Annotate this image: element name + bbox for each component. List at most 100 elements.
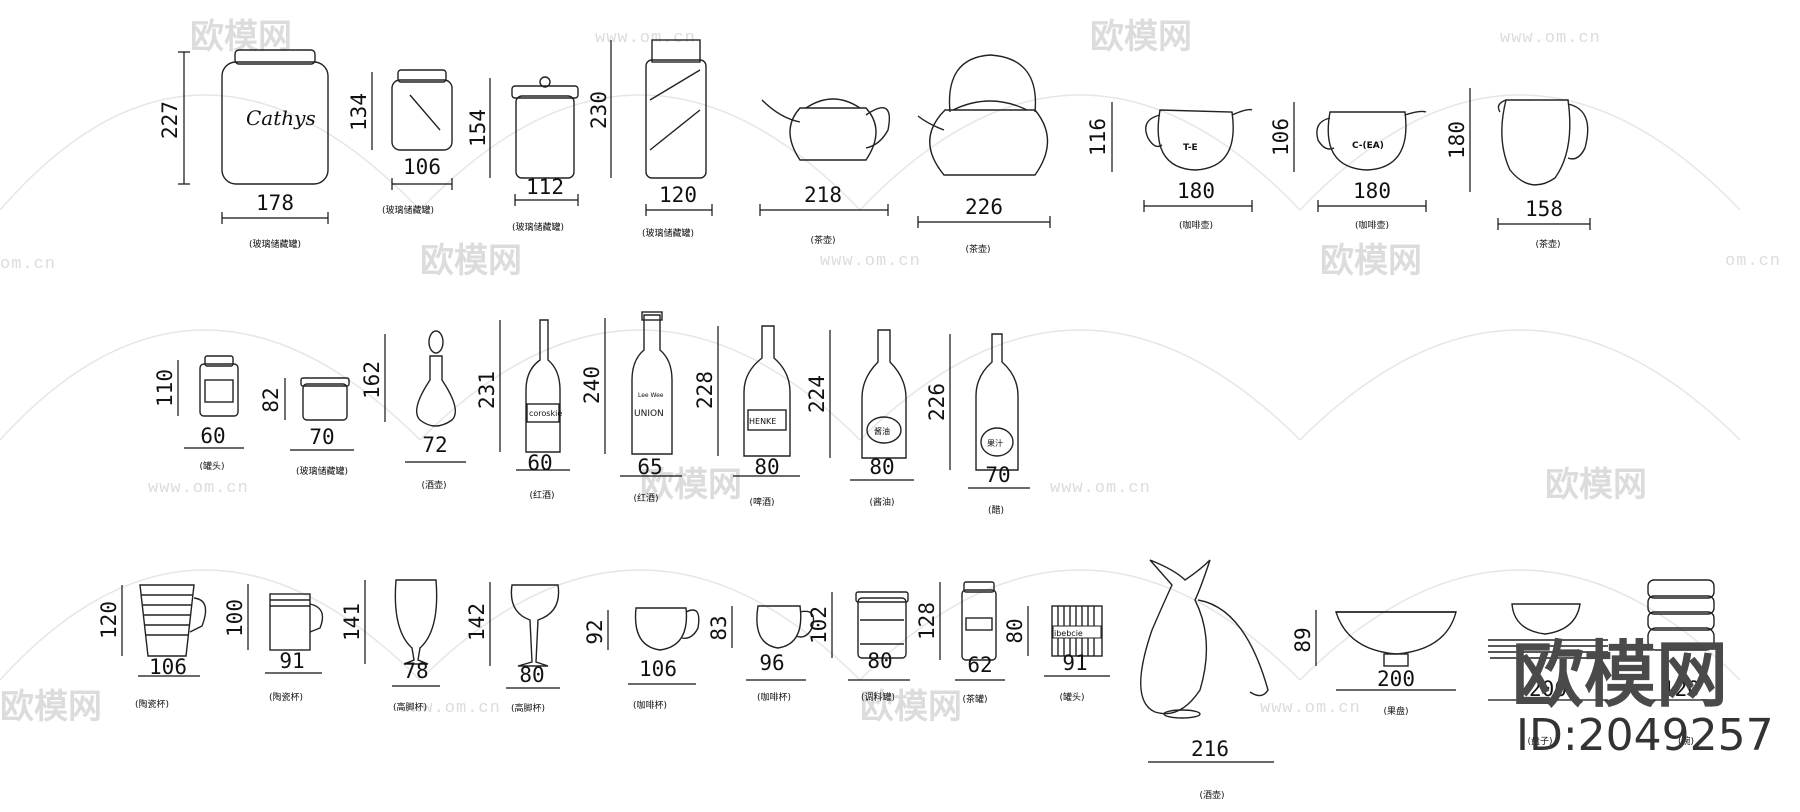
height-dim: 227 — [158, 101, 182, 139]
caption: (高脚杯) — [393, 701, 427, 713]
caption: (玻璃储藏罐) — [642, 227, 694, 239]
watermark-corner: 欧模网 ID:2049257 — [1512, 633, 1774, 761]
pot-label: C-(EA) — [1352, 141, 1384, 151]
height-dim: 180 — [1445, 121, 1469, 159]
fruit-bowl: 89 200 (果盘) — [1291, 610, 1457, 717]
caption: (玻璃储藏罐) — [249, 238, 301, 250]
caption: (罐头) — [1059, 691, 1084, 703]
caption: (调料罐) — [861, 691, 895, 703]
coffee-cup-1: 92 106 (咖啡杯) — [583, 607, 700, 711]
width-dim: 62 — [967, 653, 992, 677]
wine-bottle-2: Lee Wee UNION 240 65 (红酒) — [580, 311, 682, 504]
caption: (咖啡壶) — [1179, 219, 1213, 231]
goblet-2: 142 80 (高脚杯) — [465, 582, 560, 714]
watermark-url: om.cn — [1725, 252, 1781, 271]
watermark-brand-large: 欧模网 — [1512, 633, 1728, 717]
height-dim: 226 — [925, 383, 949, 421]
ceramic-mug-banded: 100 91 (陶瓷杯) — [223, 584, 324, 703]
width-dim: 70 — [985, 463, 1010, 487]
width-dim: 80 — [519, 663, 544, 687]
caption: (盘子) — [1527, 735, 1552, 747]
width-dim: 200 — [1529, 677, 1567, 701]
width-dim: 78 — [403, 659, 428, 683]
tea-canister: 128 62 (茶罐) — [915, 581, 1005, 705]
watermark-brand: 欧模网 — [190, 17, 292, 57]
watermark-url: www.om.cn — [148, 479, 249, 498]
watermark-url: www.om.cn — [1050, 479, 1151, 498]
watermark-url: www.om.cn — [820, 252, 921, 271]
bottle-label: HENKE — [749, 417, 776, 426]
bottle-label: 酱油 — [874, 426, 890, 436]
seasoning-jar: 102 80 (调料罐) — [807, 591, 910, 703]
caption: (玻璃储藏罐) — [296, 465, 348, 477]
height-dim: 228 — [693, 371, 717, 409]
pot-label: T-E — [1183, 143, 1198, 153]
jar-label: Cathys — [246, 106, 316, 130]
height-dim: 134 — [347, 93, 371, 131]
width-dim: 178 — [256, 191, 294, 215]
height-dim: 162 — [360, 361, 384, 399]
height-dim: 128 — [915, 602, 939, 640]
teapot-small: 218 (茶壶) — [759, 98, 890, 246]
caption: (咖啡杯) — [633, 699, 667, 711]
width-dim: 91 — [1062, 651, 1087, 675]
width-dim: 180 — [1177, 179, 1215, 203]
watermark-url: om.cn — [0, 255, 56, 274]
height-dim: 230 — [587, 91, 611, 129]
width-dim: 218 — [804, 183, 842, 207]
caption: (果盘) — [1383, 705, 1408, 717]
watermark-brand: 欧模网 — [1320, 241, 1422, 281]
caption: (茶壶) — [810, 234, 835, 246]
caption: (陶瓷杯) — [269, 691, 303, 703]
glass-storage-jar-tall: 230 120 (玻璃储藏罐) — [587, 39, 713, 239]
watermark-brand: 欧模网 — [1090, 17, 1192, 57]
height-dim: 106 — [1269, 118, 1293, 156]
width-dim: 158 — [1525, 197, 1563, 221]
caption: (陶瓷杯) — [135, 698, 169, 710]
coffee-pot-2: C-(EA) 106 180 (咖啡壶) — [1269, 102, 1427, 231]
width-dim: 60 — [527, 451, 552, 475]
height-dim: 231 — [475, 371, 499, 409]
width-dim: 80 — [867, 649, 892, 673]
width-dim: 80 — [754, 455, 779, 479]
height-dim: 154 — [466, 109, 490, 147]
glass-storage-jar-row2: 82 70 (玻璃储藏罐) — [259, 377, 354, 477]
height-dim: 120 — [97, 601, 121, 639]
width-dim: 112 — [526, 175, 564, 199]
caption: (红酒) — [633, 492, 658, 504]
watermark-arcs — [0, 94, 1741, 681]
width-dim: 65 — [637, 455, 662, 479]
height-dim: 82 — [259, 387, 283, 412]
ceramic-mug-striped: 120 106 (陶瓷杯) — [97, 584, 207, 710]
watermark-brand: 欧模网 — [1545, 465, 1647, 505]
watermark-id: ID:2049257 — [1516, 710, 1774, 761]
can-label: ibebcie — [1054, 629, 1083, 638]
plates-stack: 200 (盘子) — [1488, 603, 1608, 747]
caption: (茶壶) — [965, 243, 990, 255]
width-dim: 106 — [149, 655, 187, 679]
width-dim: 226 — [965, 195, 1003, 219]
width-dim: 216 — [1191, 737, 1229, 761]
watermark-brand: 欧模网 — [860, 687, 962, 727]
watermark-brand: 欧模网 — [0, 687, 102, 727]
caption: (碗) — [1678, 735, 1694, 747]
caption: (茶罐) — [962, 693, 987, 705]
beer-bottle: HENKE 228 80 (啤酒) — [693, 325, 800, 508]
canned-food: ibebcie 80 91 (罐头) — [1003, 605, 1110, 703]
width-dim: 91 — [279, 649, 304, 673]
bottle-label: 果汁 — [987, 438, 1003, 448]
caption: (酒壶) — [421, 479, 446, 491]
width-dim: 120 — [1662, 677, 1700, 701]
watermark-url: www.om.cn — [1260, 699, 1361, 718]
coffee-cup-2: 83 96 (咖啡杯) — [707, 605, 815, 703]
watermark-brand: 欧模网 — [640, 465, 742, 505]
vinegar-bottle: 果汁 226 70 (醋) — [925, 333, 1030, 516]
width-dim: 80 — [869, 455, 894, 479]
soy-sauce-bottle: 酱油 224 80 (酱油) — [805, 329, 914, 508]
bottle-label: coroskie — [529, 409, 562, 418]
glass-storage-jar-small: 134 106 (玻璃储藏罐) — [347, 69, 453, 216]
height-dim: 102 — [807, 606, 831, 644]
width-dim: 120 — [659, 183, 697, 207]
bottle-label: UNION — [634, 409, 664, 419]
